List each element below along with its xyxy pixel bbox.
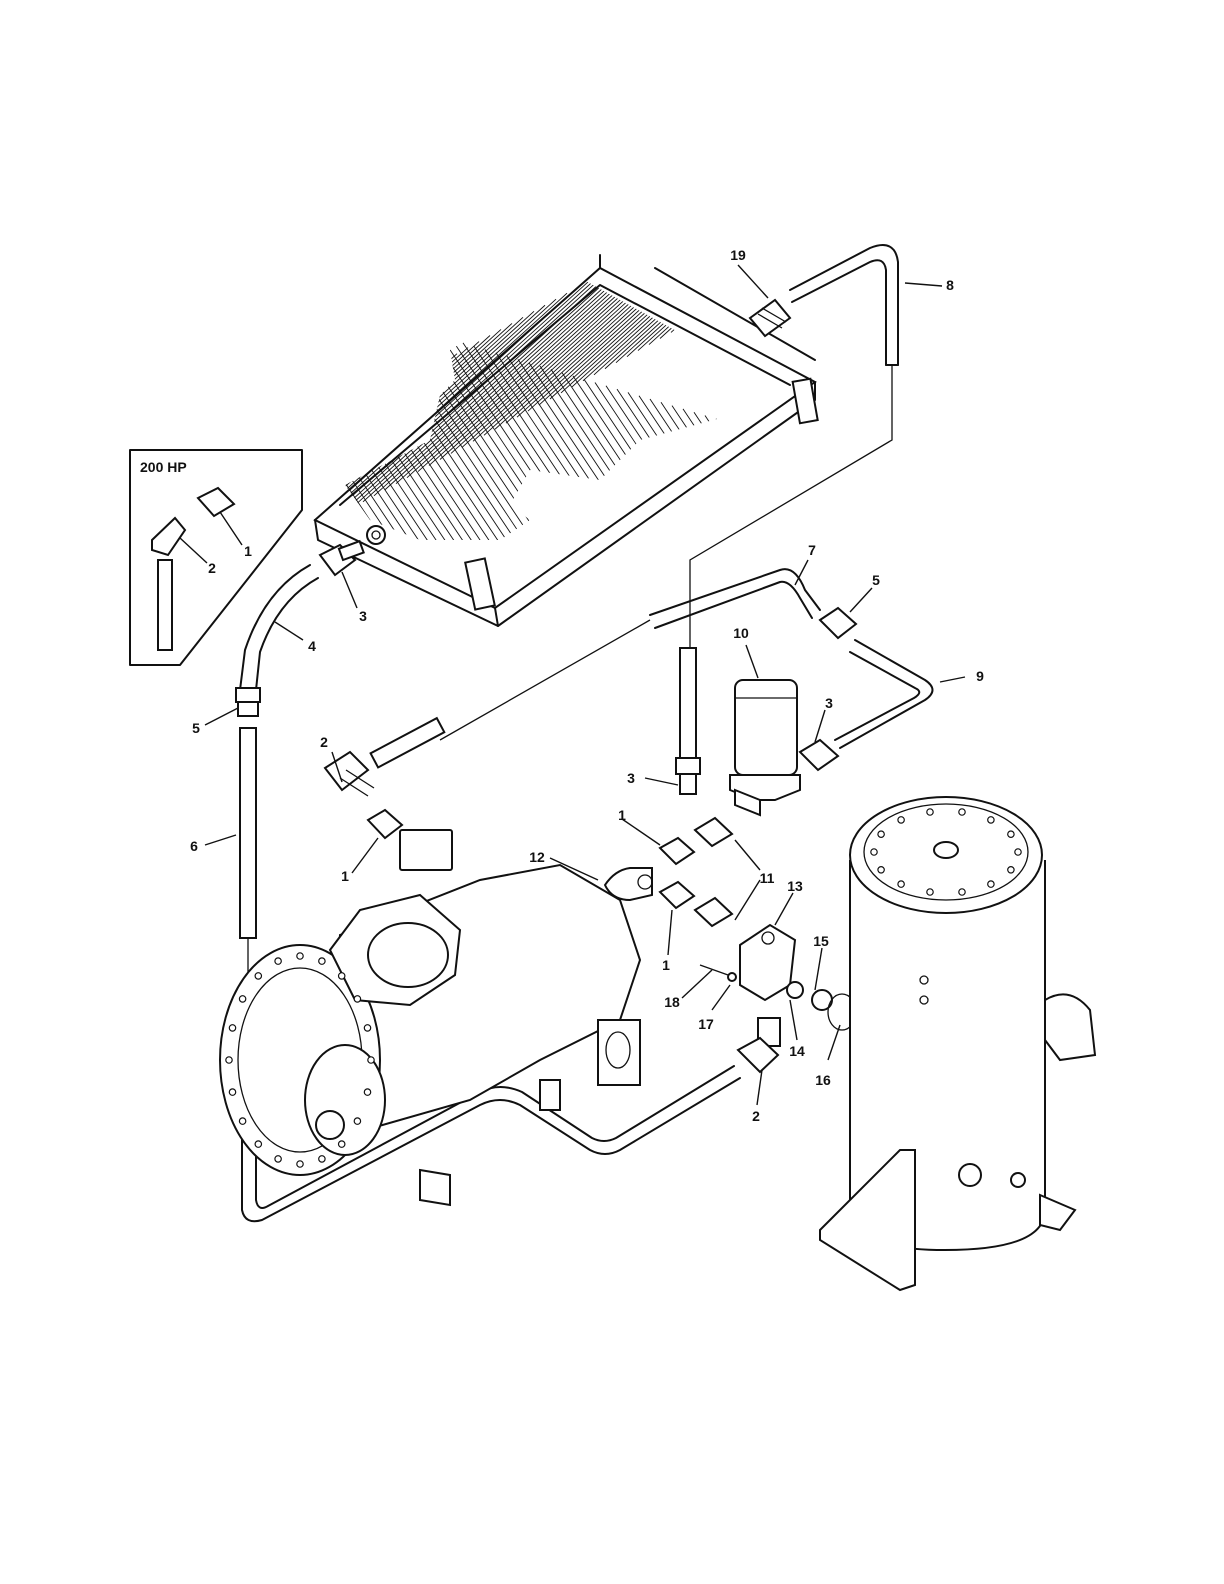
callout-9: 9 [976, 668, 984, 684]
tube-9 [835, 640, 933, 748]
callout-5-left: 5 [192, 720, 200, 736]
fitting-1-mid-upper [660, 838, 694, 864]
inset-200hp: 200 HP [130, 450, 302, 665]
callout-3-right: 3 [825, 695, 833, 711]
fitting-3-mid [676, 758, 700, 794]
receiver-tank [820, 797, 1095, 1290]
fittings-11 [695, 818, 732, 926]
callout-18: 18 [664, 994, 680, 1010]
fitting-5-left [236, 688, 260, 716]
elbow-2-lower [738, 1018, 780, 1072]
fitting-1-left [368, 810, 402, 838]
callout-5-right: 5 [872, 572, 880, 588]
callout-13: 13 [787, 878, 803, 894]
fitting-19 [750, 300, 790, 336]
fitting-5-right [820, 608, 856, 638]
callout-2-left: 2 [320, 734, 328, 750]
solenoid-box [400, 830, 452, 870]
cooler-mesh [0, 33, 1040, 732]
fitting-1-mid-lower [660, 882, 694, 908]
callout-4: 4 [308, 638, 316, 654]
cooler-port-icon [367, 526, 385, 544]
callout-10: 10 [733, 625, 749, 641]
compressor-airend [220, 830, 640, 1205]
callout-8: 8 [946, 277, 954, 293]
callout-14: 14 [789, 1043, 805, 1059]
fitting-2-left [325, 752, 374, 796]
callout-2-lower: 2 [752, 1108, 760, 1124]
oil-filter-10 [730, 680, 800, 815]
callout-12: 12 [529, 849, 545, 865]
callout-17: 17 [698, 1016, 714, 1032]
callout-3-mid: 3 [627, 770, 635, 786]
fitting-3-right [800, 740, 838, 770]
inset-title: 200 HP [140, 459, 187, 475]
callout-6: 6 [190, 838, 198, 854]
callout-11: 11 [760, 870, 775, 886]
callout-7: 7 [808, 542, 816, 558]
callout-3-cooler: 3 [359, 608, 367, 624]
callout-1-inset: 1 [244, 543, 252, 559]
callout-16: 16 [815, 1072, 831, 1088]
callout-19: 19 [730, 247, 746, 263]
callout-1-mid-upper: 1 [618, 807, 626, 823]
callout-15: 15 [813, 933, 829, 949]
tube-4 [240, 565, 318, 690]
callout-1-mid-lower: 1 [662, 957, 670, 973]
callout-2-inset: 2 [208, 560, 216, 576]
callout-1-left: 1 [341, 868, 349, 884]
tube-vertical-mid [680, 648, 696, 758]
tube-short-left [371, 718, 445, 767]
oil-cooler [0, 33, 1040, 732]
